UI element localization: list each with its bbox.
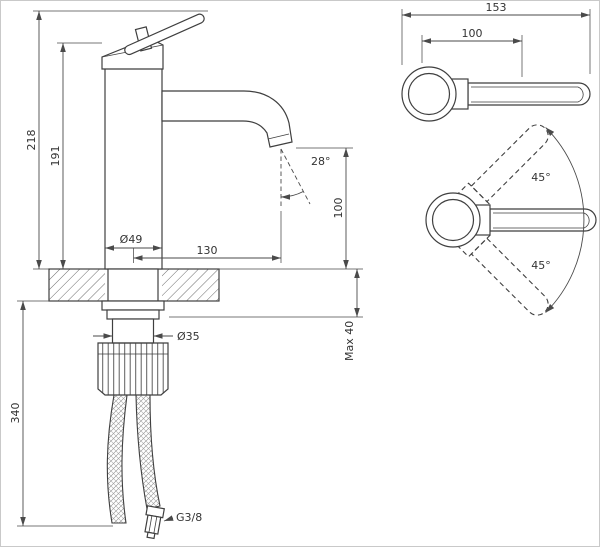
side-view: 28° 218 191 340 Ø49 xyxy=(9,10,363,540)
handle-inner-line xyxy=(493,212,590,229)
body-circle-inner xyxy=(431,198,475,242)
handle-inner-line xyxy=(471,86,584,103)
handle-top-view xyxy=(401,66,591,122)
stream-angle-arc xyxy=(280,191,304,200)
dim-shank-diameter-label: Ø35 xyxy=(177,330,200,343)
lever-arm xyxy=(124,13,205,56)
dim-body-height-label: 191 xyxy=(49,146,62,167)
dim-base-diameter-label: Ø49 xyxy=(120,233,143,246)
body-circle-inner xyxy=(407,72,451,116)
faucet-spout xyxy=(161,90,293,148)
dim-spout-reach: 130 xyxy=(133,211,282,263)
hose-connector xyxy=(144,505,165,540)
dim-spout-reach-label: 130 xyxy=(197,244,218,257)
dim-total-length: 153 xyxy=(401,1,591,74)
knurled-mounting-nut xyxy=(97,342,169,396)
swivel-arc xyxy=(545,127,585,313)
hose-left xyxy=(106,394,128,524)
dim-shank-diameter: Ø35 xyxy=(93,330,200,343)
supply-hoses xyxy=(106,394,165,540)
mounting-deck xyxy=(48,268,220,302)
dim-handle-length: 100 xyxy=(421,27,523,77)
swivel-angle-up-label: 45° xyxy=(531,171,551,184)
swivel-angle-down-label: 45° xyxy=(531,259,551,272)
handle-center-position xyxy=(425,192,597,248)
dim-hose-length: 340 xyxy=(9,300,113,527)
body-circle-outer xyxy=(425,192,481,248)
aerator-line xyxy=(267,133,290,140)
dim-handle-length-label: 100 xyxy=(462,27,483,40)
hose-right xyxy=(135,394,161,510)
handle-outline xyxy=(467,82,591,106)
faucet-lever xyxy=(124,13,205,56)
threaded-shank xyxy=(111,318,155,344)
dim-total-height-label: 218 xyxy=(25,130,38,151)
top-view-straight: 153 100 xyxy=(401,1,591,122)
handle-outline xyxy=(489,208,597,232)
dim-hose-length-label: 340 xyxy=(9,403,22,424)
metal-washer xyxy=(106,309,160,320)
faucet-shank-through-deck xyxy=(107,268,159,302)
dim-max-deck-thickness-label: Max 40 xyxy=(343,321,356,361)
stream-angled-line xyxy=(280,148,311,205)
body-circle-outer xyxy=(401,66,457,122)
rubber-washer xyxy=(101,300,165,311)
dim-spout-height: 100 xyxy=(219,147,363,270)
thread-size-label: G3/8 xyxy=(176,511,202,524)
dim-max-deck-thickness: Max 40 xyxy=(169,269,363,361)
fixing-stack xyxy=(97,300,169,396)
dim-total-height: 218 xyxy=(25,10,208,270)
dim-total-length-label: 153 xyxy=(486,1,507,14)
top-view-swivel: 45° 45° xyxy=(425,124,597,316)
water-stream: 28° xyxy=(280,148,331,206)
stream-angle-label: 28° xyxy=(311,155,331,168)
dim-spout-height-label: 100 xyxy=(332,198,345,219)
thread-size-callout: G3/8 xyxy=(163,511,202,524)
dim-body-height: 191 xyxy=(49,42,102,269)
